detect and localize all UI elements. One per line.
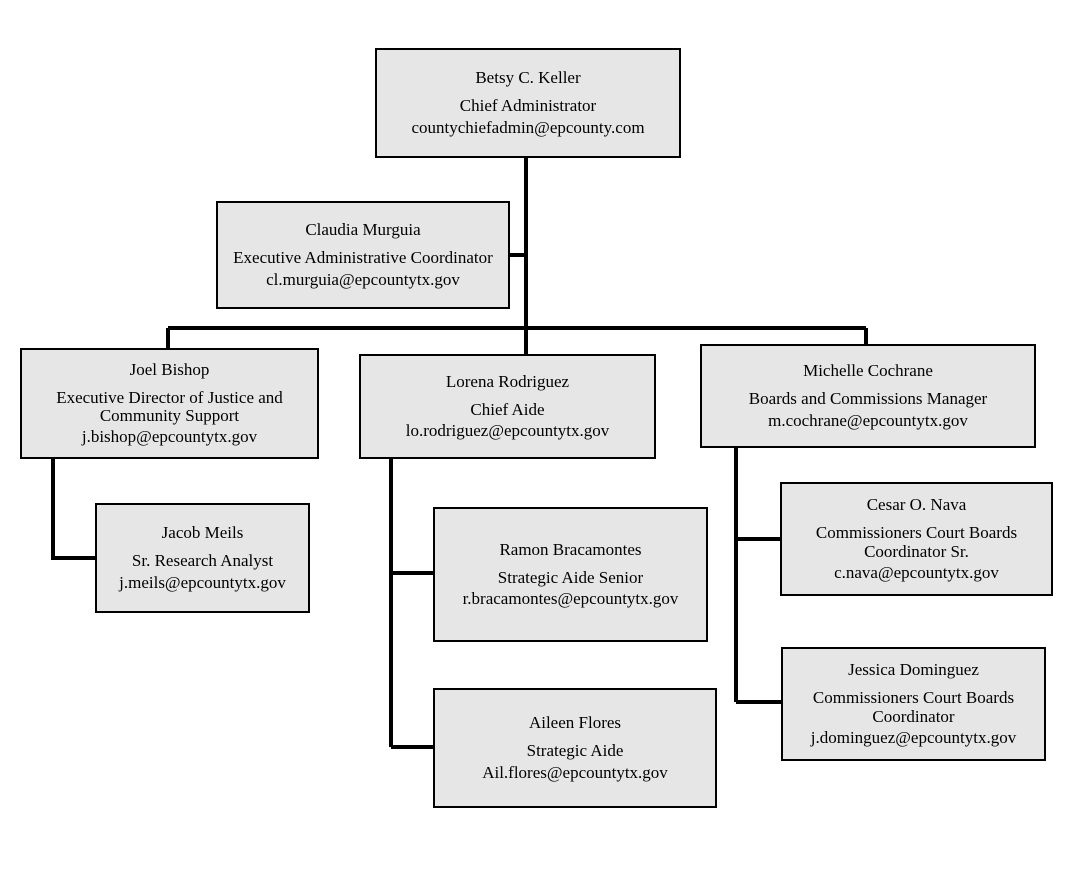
node-email: j.meils@epcountytx.gov	[119, 572, 286, 592]
node-title: Executive Administrative Coordinator	[233, 248, 493, 268]
org-node-nava[interactable]: Cesar O. Nava Commissioners Court Boards…	[780, 482, 1053, 596]
node-title: Commissioners Court Boards Coordinator S…	[815, 523, 1018, 561]
node-name: Lorena Rodriguez	[445, 371, 570, 391]
node-email: r.bracamontes@epcountytx.gov	[462, 589, 679, 609]
org-node-rodriguez[interactable]: Lorena Rodriguez Chief Aide lo.rodriguez…	[359, 354, 656, 459]
node-name: Jacob Meils	[161, 523, 244, 543]
node-email: m.cochrane@epcountytx.gov	[768, 410, 968, 430]
node-name: Ramon Bracamontes	[499, 539, 642, 559]
node-email: countychiefadmin@epcounty.com	[411, 117, 645, 137]
node-email: lo.rodriguez@epcountytx.gov	[405, 421, 610, 441]
node-email: j.dominguez@epcountytx.gov	[810, 727, 1017, 747]
node-name: Jessica Dominguez	[848, 660, 979, 680]
node-email: Ail.flores@epcountytx.gov	[482, 762, 668, 782]
node-name: Betsy C. Keller	[475, 68, 581, 88]
org-node-murguia[interactable]: Claudia Murguia Executive Administrative…	[216, 201, 510, 309]
connector-bishop-meils	[51, 459, 95, 560]
node-name: Michelle Cochrane	[803, 361, 933, 381]
org-node-bracamontes[interactable]: Ramon Bracamontes Strategic Aide Senior …	[433, 507, 708, 642]
node-title: Sr. Research Analyst	[131, 551, 274, 571]
node-title: Chief Aide	[470, 399, 545, 419]
org-node-flores[interactable]: Aileen Flores Strategic Aide Ail.flores@…	[433, 688, 717, 808]
org-node-dominguez[interactable]: Jessica Dominguez Commissioners Court Bo…	[781, 647, 1046, 761]
org-node-cochrane[interactable]: Michelle Cochrane Boards and Commissions…	[700, 344, 1036, 448]
node-title: Strategic Aide	[526, 741, 624, 761]
node-title: Commissioners Court Boards Coordinator	[812, 688, 1015, 726]
org-node-bishop[interactable]: Joel Bishop Executive Director of Justic…	[20, 348, 319, 459]
node-name: Aileen Flores	[528, 713, 622, 733]
node-email: cl.murguia@epcountytx.gov	[266, 269, 460, 289]
node-title: Boards and Commissions Manager	[748, 389, 988, 409]
node-email: j.bishop@epcountytx.gov	[81, 427, 258, 447]
org-node-keller[interactable]: Betsy C. Keller Chief Administrator coun…	[375, 48, 681, 158]
node-name: Cesar O. Nava	[866, 495, 967, 515]
node-title: Strategic Aide Senior	[497, 567, 644, 587]
node-title: Chief Administrator	[459, 96, 597, 116]
org-node-meils[interactable]: Jacob Meils Sr. Research Analyst j.meils…	[95, 503, 310, 613]
node-title: Executive Director of Justice and Commun…	[56, 387, 283, 425]
node-email: c.nava@epcountytx.gov	[834, 562, 999, 582]
node-name: Claudia Murguia	[305, 220, 421, 240]
node-name: Joel Bishop	[129, 359, 210, 379]
